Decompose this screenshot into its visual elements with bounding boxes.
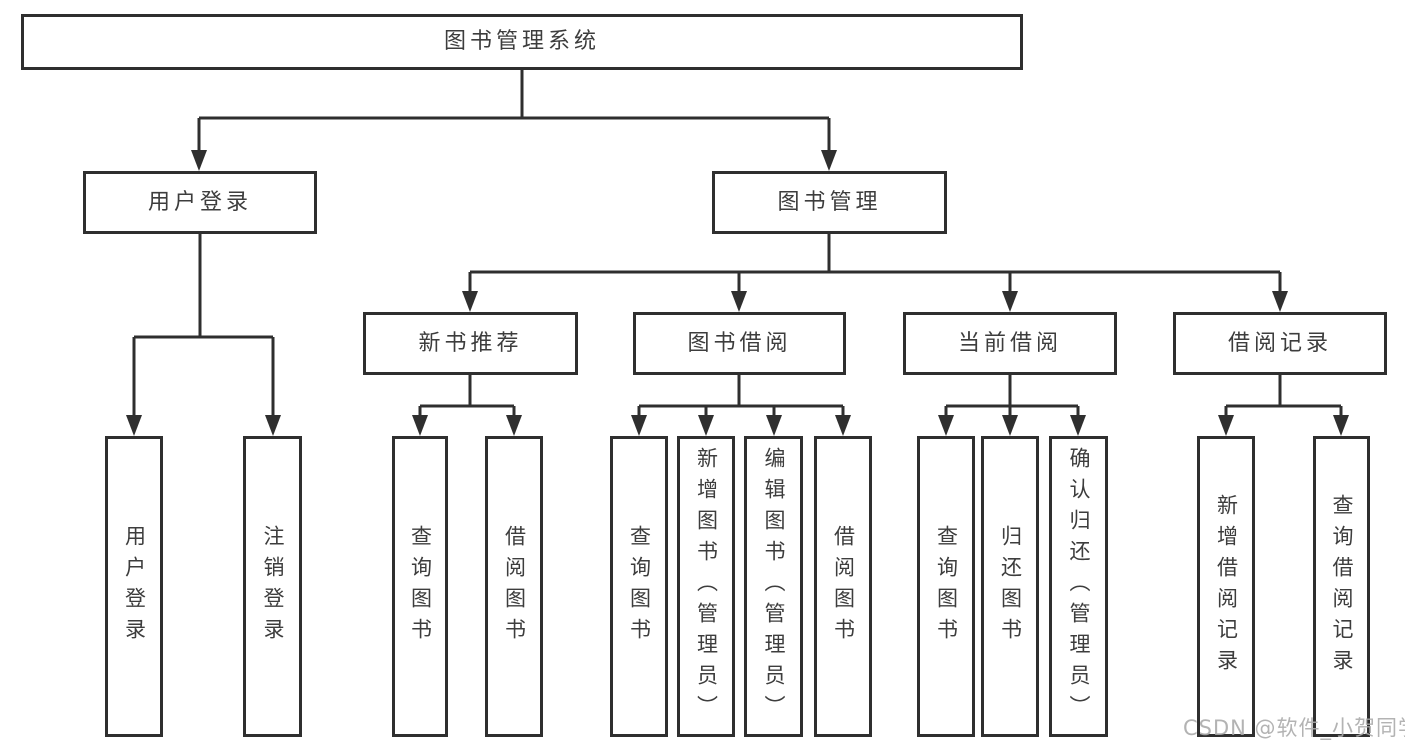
arrowhead-down-icon bbox=[1272, 291, 1288, 312]
leaf-current-query-books-label: 查询图书 bbox=[934, 524, 959, 649]
leaf-borrowing-query-books-label: 查询图书 bbox=[627, 524, 652, 649]
arrowhead-down-icon bbox=[766, 415, 782, 436]
leaf-borrowing-query-books: 查询图书 bbox=[610, 436, 668, 737]
leaf-current-return-books-label: 归还图书 bbox=[998, 524, 1023, 649]
arrowhead-down-icon bbox=[265, 415, 281, 436]
connector-bookmgmt-to-level3 bbox=[462, 234, 1288, 312]
node-book-borrowing-label: 图书借阅 bbox=[687, 330, 792, 356]
node-user-login-label: 用户登录 bbox=[147, 189, 252, 215]
arrowhead-down-icon bbox=[631, 415, 647, 436]
leaf-user-login-label: 用户登录 bbox=[122, 524, 147, 649]
arrowhead-down-icon bbox=[1002, 291, 1018, 312]
leaf-current-confirm-return: 确认归还（管理员） bbox=[1049, 436, 1108, 737]
node-current-borrowing-label: 当前借阅 bbox=[957, 330, 1062, 356]
node-book-borrowing: 图书借阅 bbox=[633, 312, 846, 375]
leaf-records-query-record: 查询借阅记录 bbox=[1313, 436, 1370, 737]
arrowhead-down-icon bbox=[1333, 415, 1349, 436]
node-new-book-recommend: 新书推荐 bbox=[363, 312, 578, 375]
arrowhead-down-icon bbox=[1070, 415, 1086, 436]
leaf-newbook-borrow-books-label: 借阅图书 bbox=[502, 524, 527, 649]
arrowhead-down-icon bbox=[821, 150, 837, 171]
leaf-current-confirm-return-label: 确认归还（管理员） bbox=[1067, 447, 1091, 726]
leaf-records-add-record: 新增借阅记录 bbox=[1197, 436, 1255, 737]
node-user-login: 用户登录 bbox=[83, 171, 317, 234]
node-borrowing-records: 借阅记录 bbox=[1173, 312, 1387, 375]
arrowhead-down-icon bbox=[462, 291, 478, 312]
connector-userlogin-to-leaves bbox=[126, 234, 281, 436]
arrowhead-down-icon bbox=[412, 415, 428, 436]
leaf-borrowing-add-books-label: 新增图书（管理员） bbox=[694, 447, 719, 726]
leaf-records-add-record-label: 新增借阅记录 bbox=[1214, 493, 1239, 680]
arrowhead-down-icon bbox=[126, 415, 142, 436]
node-current-borrowing: 当前借阅 bbox=[903, 312, 1117, 375]
connector-records-to-leaves bbox=[1218, 375, 1349, 436]
node-borrowing-records-label: 借阅记录 bbox=[1227, 330, 1332, 356]
leaf-borrowing-edit-books-label: 编辑图书（管理员） bbox=[762, 447, 786, 726]
leaf-logout-label: 注销登录 bbox=[261, 524, 285, 649]
leaf-newbook-borrow-books: 借阅图书 bbox=[485, 436, 543, 737]
node-book-management: 图书管理 bbox=[712, 171, 947, 234]
leaf-borrowing-borrow-books: 借阅图书 bbox=[814, 436, 872, 737]
arrowhead-down-icon bbox=[938, 415, 954, 436]
watermark: CSDN @软件_小贺同学 bbox=[1183, 716, 1405, 740]
arrowhead-down-icon bbox=[698, 415, 714, 436]
connector-current-to-leaves bbox=[938, 375, 1086, 436]
connector-root-to-level2 bbox=[191, 70, 837, 171]
node-new-book-recommend-label: 新书推荐 bbox=[418, 330, 523, 356]
node-root-label: 图书管理系统 bbox=[443, 29, 600, 54]
arrowhead-down-icon bbox=[731, 291, 747, 312]
leaf-newbook-query-books: 查询图书 bbox=[392, 436, 448, 737]
connector-newbook-to-leaves bbox=[412, 375, 522, 436]
leaf-current-query-books: 查询图书 bbox=[917, 436, 975, 737]
leaf-borrowing-borrow-books-label: 借阅图书 bbox=[831, 524, 856, 649]
arrowhead-down-icon bbox=[1218, 415, 1234, 436]
leaf-current-return-books: 归还图书 bbox=[981, 436, 1039, 737]
node-book-management-label: 图书管理 bbox=[777, 189, 882, 215]
leaf-records-query-record-label: 查询借阅记录 bbox=[1330, 493, 1354, 680]
leaf-newbook-query-books-label: 查询图书 bbox=[408, 524, 433, 649]
connector-borrowing-to-leaves bbox=[631, 375, 851, 436]
arrowhead-down-icon bbox=[191, 150, 207, 171]
arrowhead-down-icon bbox=[1002, 415, 1018, 436]
arrowhead-down-icon bbox=[835, 415, 851, 436]
leaf-user-login: 用户登录 bbox=[105, 436, 163, 737]
leaf-borrowing-add-books: 新增图书（管理员） bbox=[677, 436, 735, 737]
leaf-logout: 注销登录 bbox=[243, 436, 302, 737]
arrowhead-down-icon bbox=[506, 415, 522, 436]
node-root: 图书管理系统 bbox=[21, 14, 1023, 70]
leaf-borrowing-edit-books: 编辑图书（管理员） bbox=[744, 436, 803, 737]
